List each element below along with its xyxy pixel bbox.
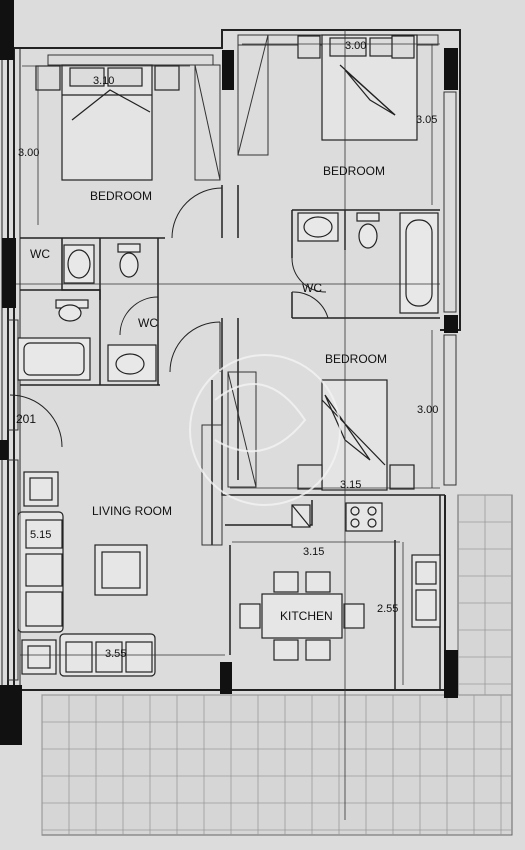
kitchen-furniture: [239, 502, 441, 661]
bed-3: [297, 379, 415, 491]
wall-columns: [0, 0, 458, 745]
room-label-bedroom-3: BEDROOM: [325, 352, 387, 366]
dim-bedroom-1-height: 3.00: [18, 147, 39, 159]
bed-1: [35, 64, 180, 181]
terrace: [41, 494, 513, 836]
room-label-wc-2: WC: [138, 316, 158, 330]
dim-living-height: 5.15: [30, 529, 51, 541]
wardrobes: [194, 34, 269, 546]
doors: [9, 187, 329, 448]
living-furniture: [17, 471, 156, 677]
dim-bedroom-3-width: 3.15: [340, 479, 361, 491]
room-label-kitchen: KITCHEN: [280, 609, 333, 623]
watermark-logo: [189, 354, 341, 506]
unit-number-label: 201: [16, 412, 36, 426]
dim-bedroom-1-width: 3.10: [93, 75, 114, 87]
dim-bedroom-2-width: 3.00: [345, 40, 366, 52]
bath-fixtures: [17, 212, 439, 382]
dim-bedroom-2-height: 3.05: [416, 114, 437, 126]
bed-2: [297, 34, 418, 141]
dimension-lines: [16, 30, 440, 820]
room-label-living-room: LIVING ROOM: [92, 504, 172, 518]
room-label-bedroom-2: BEDROOM: [323, 164, 385, 178]
dim-bedroom-3-height: 3.00: [417, 404, 438, 416]
dim-kitchen-height: 2.55: [377, 603, 398, 615]
room-label-bedroom-1: BEDROOM: [90, 189, 152, 203]
dim-living-width: 3.55: [105, 648, 126, 660]
room-label-wc-1: WC: [30, 247, 50, 261]
dim-kitchen-width: 3.15: [303, 546, 324, 558]
room-label-wc-3: WC: [302, 281, 322, 295]
